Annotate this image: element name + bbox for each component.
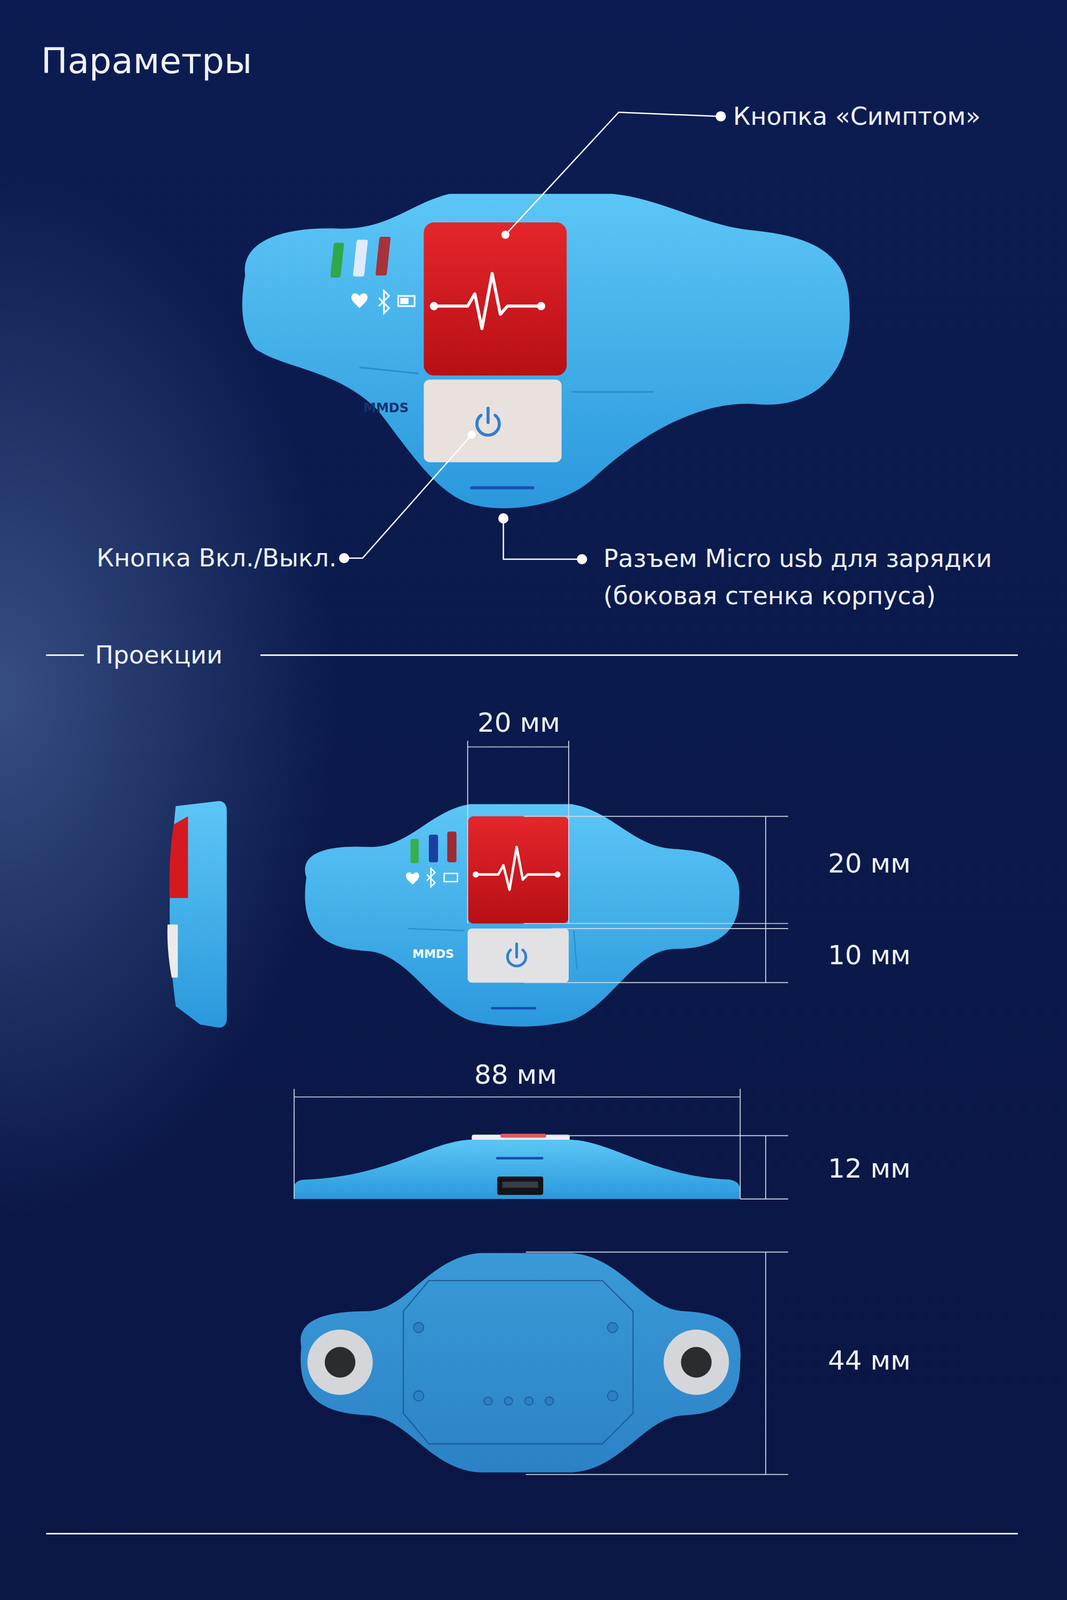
dimension-lines (293, 741, 788, 1476)
charging-slot (497, 1157, 543, 1160)
callout-label: Кнопка Вкл./Выкл. (96, 543, 337, 573)
screw (413, 1391, 424, 1402)
power-button (423, 379, 562, 463)
symptom-button (467, 816, 569, 925)
bluetooth-icon (378, 290, 389, 314)
ecg-icon (433, 273, 541, 329)
leader-dot (576, 554, 587, 565)
divider-line (260, 654, 1018, 657)
symptom-button (423, 222, 567, 376)
leader-line (505, 112, 717, 235)
device-housing (169, 801, 227, 1029)
micro-usb-port (497, 1176, 544, 1196)
screw (413, 1323, 424, 1334)
electrode (307, 1330, 373, 1396)
led-red (375, 236, 392, 276)
power-button (467, 928, 569, 983)
leader-dot (501, 230, 510, 239)
dimension-label: 20 мм (477, 706, 561, 739)
dimension-label: 88 мм (474, 1058, 557, 1092)
power-icon (476, 408, 500, 436)
device-edge-view (293, 1134, 740, 1200)
leader-dots (339, 111, 727, 565)
electrode (663, 1330, 729, 1396)
led-blue (428, 834, 439, 863)
leader-line (503, 520, 579, 560)
contact-pad (483, 1397, 492, 1406)
dimension-line (293, 1088, 740, 1200)
device-side-view (167, 801, 227, 1029)
charging-slot (471, 486, 533, 490)
device-back-view (300, 1253, 742, 1473)
battery-icon (397, 296, 415, 307)
contact-pad (504, 1397, 513, 1406)
leader-dot (339, 553, 350, 564)
micro-usb-port-inner (502, 1182, 539, 1189)
device-housing (305, 804, 740, 1027)
led-red (447, 831, 457, 863)
dimension-label: 20 мм (827, 847, 911, 880)
leader-line (348, 434, 473, 559)
divider-line (45, 654, 84, 657)
contact-pad (545, 1397, 554, 1406)
leader-dot (715, 111, 727, 122)
led-blue (352, 240, 368, 277)
device-housing (242, 194, 850, 509)
dimension-line (551, 1135, 788, 1200)
battery-icon (444, 873, 458, 882)
dimension-label: 12 мм (827, 1152, 911, 1185)
device-main-view (242, 194, 850, 509)
device-housing (300, 1253, 742, 1473)
leader-dot (498, 513, 509, 524)
screw (607, 1391, 618, 1402)
power-icon (507, 944, 526, 967)
device-front-view (305, 804, 740, 1027)
heart-icon (351, 293, 368, 309)
heart-icon (405, 872, 420, 886)
screw (607, 1323, 618, 1334)
ecg-dot (430, 301, 439, 310)
dimension-label: 10 мм (827, 939, 911, 972)
device-housing (293, 1140, 740, 1200)
leader-dot (467, 430, 476, 439)
electrode-center (680, 1347, 712, 1379)
dimension-line (467, 741, 569, 924)
bluetooth-icon (426, 868, 435, 887)
charging-slot (492, 1007, 536, 1010)
battery-cover (403, 1280, 633, 1445)
callout-label: Разъем Micro usb для зарядки (боковая ст… (603, 539, 1041, 615)
section-heading: Проекции (94, 640, 223, 671)
callout-label: Кнопка «Симптом» (733, 101, 981, 132)
led-green (330, 242, 345, 278)
leader-lines (348, 112, 718, 560)
power-button-edge (167, 924, 178, 978)
divider-line (45, 1533, 1018, 1535)
ecg-dot (554, 871, 561, 878)
symptom-button-edge (169, 816, 189, 899)
brand-mark: MMDS (412, 947, 455, 962)
ecg-icon (475, 847, 558, 890)
ecg-dot (537, 301, 546, 310)
contact-pad (524, 1397, 533, 1406)
ecg-dot (472, 871, 479, 878)
dimension-label: 44 мм (827, 1344, 911, 1377)
dimension-line (526, 1252, 789, 1476)
led-green (410, 839, 419, 864)
screws (413, 1323, 618, 1406)
dimension-line (523, 816, 789, 984)
battery-level (400, 298, 409, 305)
page-title: Параметры (41, 40, 252, 83)
electrode-center (324, 1347, 356, 1379)
brand-mark: MMDS (363, 400, 409, 417)
button-edge (500, 1134, 547, 1139)
